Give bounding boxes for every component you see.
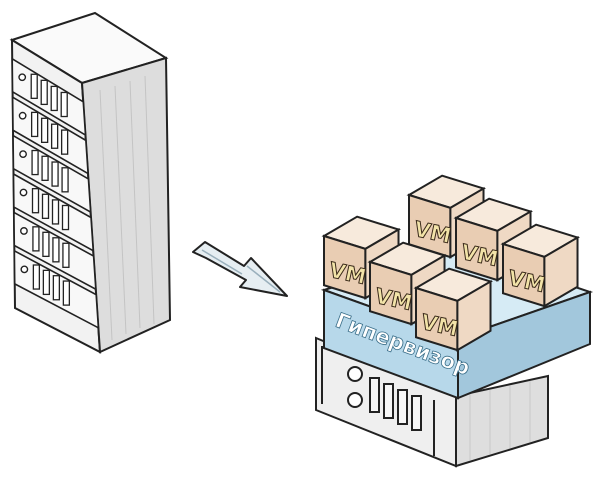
vm-front-3: VM <box>413 267 493 352</box>
migration-arrow-icon <box>192 241 288 297</box>
rack-drive-bay <box>51 161 59 187</box>
rack-units <box>11 57 100 330</box>
rack-led-icon <box>20 227 28 235</box>
rack-drive-bay <box>61 167 69 193</box>
rack-led-icon <box>18 73 27 82</box>
server-led-icon <box>347 392 363 408</box>
rack-drive-bay <box>52 237 60 263</box>
rack-drive-bay <box>30 73 38 99</box>
rack-unit <box>12 172 95 253</box>
rack-drive-bay <box>50 85 58 112</box>
rack-drive-bay <box>60 91 68 118</box>
rack-drive-bay <box>62 280 71 306</box>
rack-drive-bay <box>31 188 40 214</box>
rack-drive-bay <box>32 264 41 290</box>
rack-drive-bay <box>41 155 49 181</box>
rack-led-icon <box>20 265 29 274</box>
rack-drive-bay <box>60 129 69 155</box>
host-server <box>315 336 549 468</box>
rack-drive-bay <box>42 231 50 258</box>
rack-drive-bay <box>30 111 39 138</box>
rack-drive-bay <box>52 275 61 301</box>
rack-drive-bay <box>40 117 49 143</box>
server-led-icon <box>347 366 363 382</box>
rack-drive-bay <box>50 123 59 149</box>
rack-drive-bay <box>31 149 39 176</box>
rack-unit <box>13 211 97 291</box>
rack-drive-bay <box>40 79 48 106</box>
rack-drive-bay <box>42 269 51 296</box>
rack-drive-bay <box>62 242 70 268</box>
rack-led-icon <box>19 188 28 197</box>
rack-drive-bay <box>32 226 40 252</box>
rack-led-icon <box>18 111 27 120</box>
rack-drive-bay <box>51 199 60 225</box>
rack-drive-bay <box>61 204 70 231</box>
drive-bays <box>369 377 422 431</box>
server-rack <box>9 11 172 354</box>
rack-side-shading <box>99 75 155 341</box>
rack-led-icon <box>19 150 27 159</box>
rack-unit <box>12 134 92 214</box>
vm-back-3: VM <box>500 223 580 308</box>
rack-unit <box>13 249 100 330</box>
rack-unit <box>11 57 87 137</box>
rack-drive-bay <box>41 193 50 219</box>
rack-unit <box>11 95 89 176</box>
